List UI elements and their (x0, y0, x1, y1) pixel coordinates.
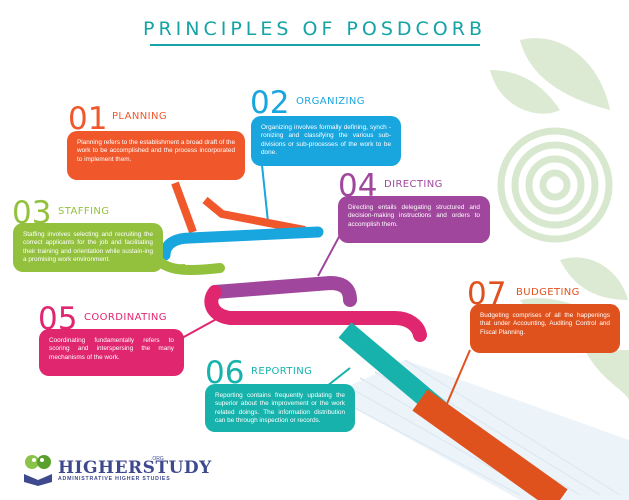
organizing-heading: ORGANIZING (296, 96, 365, 107)
logo-tagline: ADMINISTRATIVE HIGHER STUDIES (58, 476, 171, 482)
coordinating-heading: COORDINATING (84, 312, 167, 323)
planning-card: Planning refers to the establishment a b… (67, 131, 245, 180)
staffing-heading: STAFFING (58, 206, 110, 217)
directing-card: Directing entails delegating structured … (338, 196, 490, 243)
concentric-circles-decor (497, 127, 613, 243)
logo-icon (24, 455, 52, 486)
connector-directing (317, 234, 341, 277)
logo-suffix: .ORG (151, 456, 164, 462)
reporting-card: Reporting contains frequently updating t… (205, 384, 355, 432)
connector-organizing (261, 164, 269, 223)
logo-wordmark: HIGHERSTUDY (58, 458, 212, 478)
title-underline (150, 44, 480, 46)
reporting-number: 06 (205, 355, 245, 391)
page-title: PRINCIPLES OF POSDCORB (143, 18, 486, 40)
budgeting-card: Budgeting comprises of all the happening… (470, 304, 620, 353)
planning-number: 01 (68, 101, 108, 137)
organizing-number: 02 (250, 85, 290, 121)
reporting-heading: REPORTING (251, 366, 313, 377)
organizing-card: Organizing involves formally defining, s… (251, 116, 401, 166)
coordinating-card: Coordinating fundamentally refers to sco… (39, 329, 184, 376)
budgeting-heading: BUDGETING (516, 287, 580, 298)
planning-heading: PLANNING (112, 111, 168, 122)
staffing-card: Staffing involves selecting and recruiti… (13, 223, 163, 272)
directing-heading: DIRECTING (384, 179, 443, 190)
